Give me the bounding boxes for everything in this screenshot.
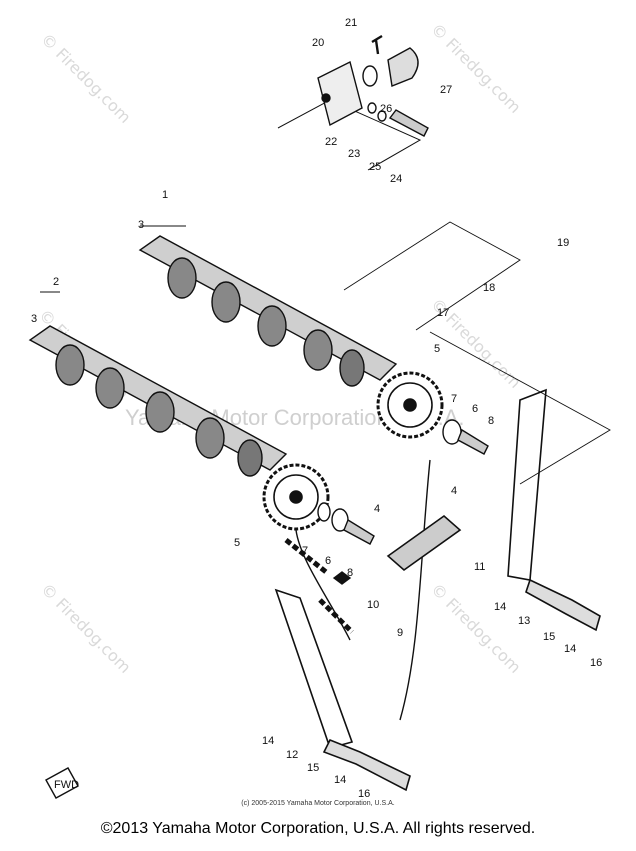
callout-4a: 4: [451, 485, 457, 497]
callout-4b: 4: [374, 503, 380, 515]
callout-6a: 6: [472, 403, 478, 415]
callout-3b: 3: [31, 313, 37, 325]
callout-15a: 15: [543, 631, 555, 643]
callout-5b: 5: [234, 537, 240, 549]
callout-7b: 7: [302, 545, 308, 557]
camshaft-upper: [138, 235, 398, 387]
tensioner-assembly: [277, 34, 429, 171]
callout-16b: 16: [358, 788, 370, 800]
callout-25: 25: [369, 161, 381, 173]
callout-8a: 8: [488, 415, 494, 427]
callout-12: 12: [286, 749, 298, 761]
callout-14d: 14: [334, 774, 346, 786]
callout-6b: 6: [325, 555, 331, 567]
reference-lines: [40, 221, 611, 485]
fwd-mark: FWD: [45, 767, 79, 799]
callout-26: 26: [380, 103, 392, 115]
callout-15b: 15: [307, 762, 319, 774]
fwd-label: FWD: [54, 779, 79, 791]
callout-21: 21: [345, 17, 357, 29]
chain-guide-left: [274, 588, 411, 792]
callout-11: 11: [474, 561, 485, 573]
chain-guide-right: [507, 388, 601, 632]
callout-14a: 14: [494, 601, 506, 613]
callout-9: 9: [397, 627, 403, 639]
callout-17: 17: [437, 307, 449, 319]
callout-18: 18: [483, 282, 495, 294]
sprocket-fasteners: [317, 419, 489, 585]
chain-damper: [386, 514, 462, 572]
callout-layer: 21 20 27 26 22 23 25 24 19 18 17 1 3 2 3…: [31, 17, 602, 800]
callout-23: 23: [348, 148, 360, 160]
callout-10: 10: [367, 599, 379, 611]
watermark-layer: © Firedog.com © Firedog.com © Firedog.co…: [35, 19, 525, 677]
watermark-bottom-right: © Firedog.com: [427, 579, 525, 677]
camshaft-lower: [28, 325, 288, 477]
inner-copyright: (c) 2005-2015 Yamaha Motor Corporation, …: [241, 800, 395, 807]
watermark-top-right: © Firedog.com: [427, 19, 525, 117]
callout-16a: 16: [590, 657, 602, 669]
callout-13: 13: [518, 615, 530, 627]
footer-copyright: ©2013 Yamaha Motor Corporation, U.S.A. A…: [100, 820, 536, 837]
watermark-top-left: © Firedog.com: [37, 29, 135, 127]
watermark-bottom-left: © Firedog.com: [37, 579, 135, 677]
cam-chain: [284, 459, 431, 721]
callout-8b: 8: [347, 567, 353, 579]
callout-14b: 14: [564, 643, 576, 655]
callout-24: 24: [390, 173, 402, 185]
callout-1: 1: [162, 189, 168, 201]
callout-5a: 5: [434, 343, 440, 355]
callout-2: 2: [53, 276, 59, 288]
callout-22: 22: [325, 136, 337, 148]
callout-3a: 3: [138, 219, 144, 231]
callout-14c: 14: [262, 735, 274, 747]
sprocket-lower: [262, 463, 330, 531]
callout-27: 27: [440, 84, 452, 96]
sprocket-upper: [376, 371, 444, 439]
callout-19: 19: [557, 237, 569, 249]
callout-7a: 7: [451, 393, 457, 405]
callout-20: 20: [312, 37, 324, 49]
